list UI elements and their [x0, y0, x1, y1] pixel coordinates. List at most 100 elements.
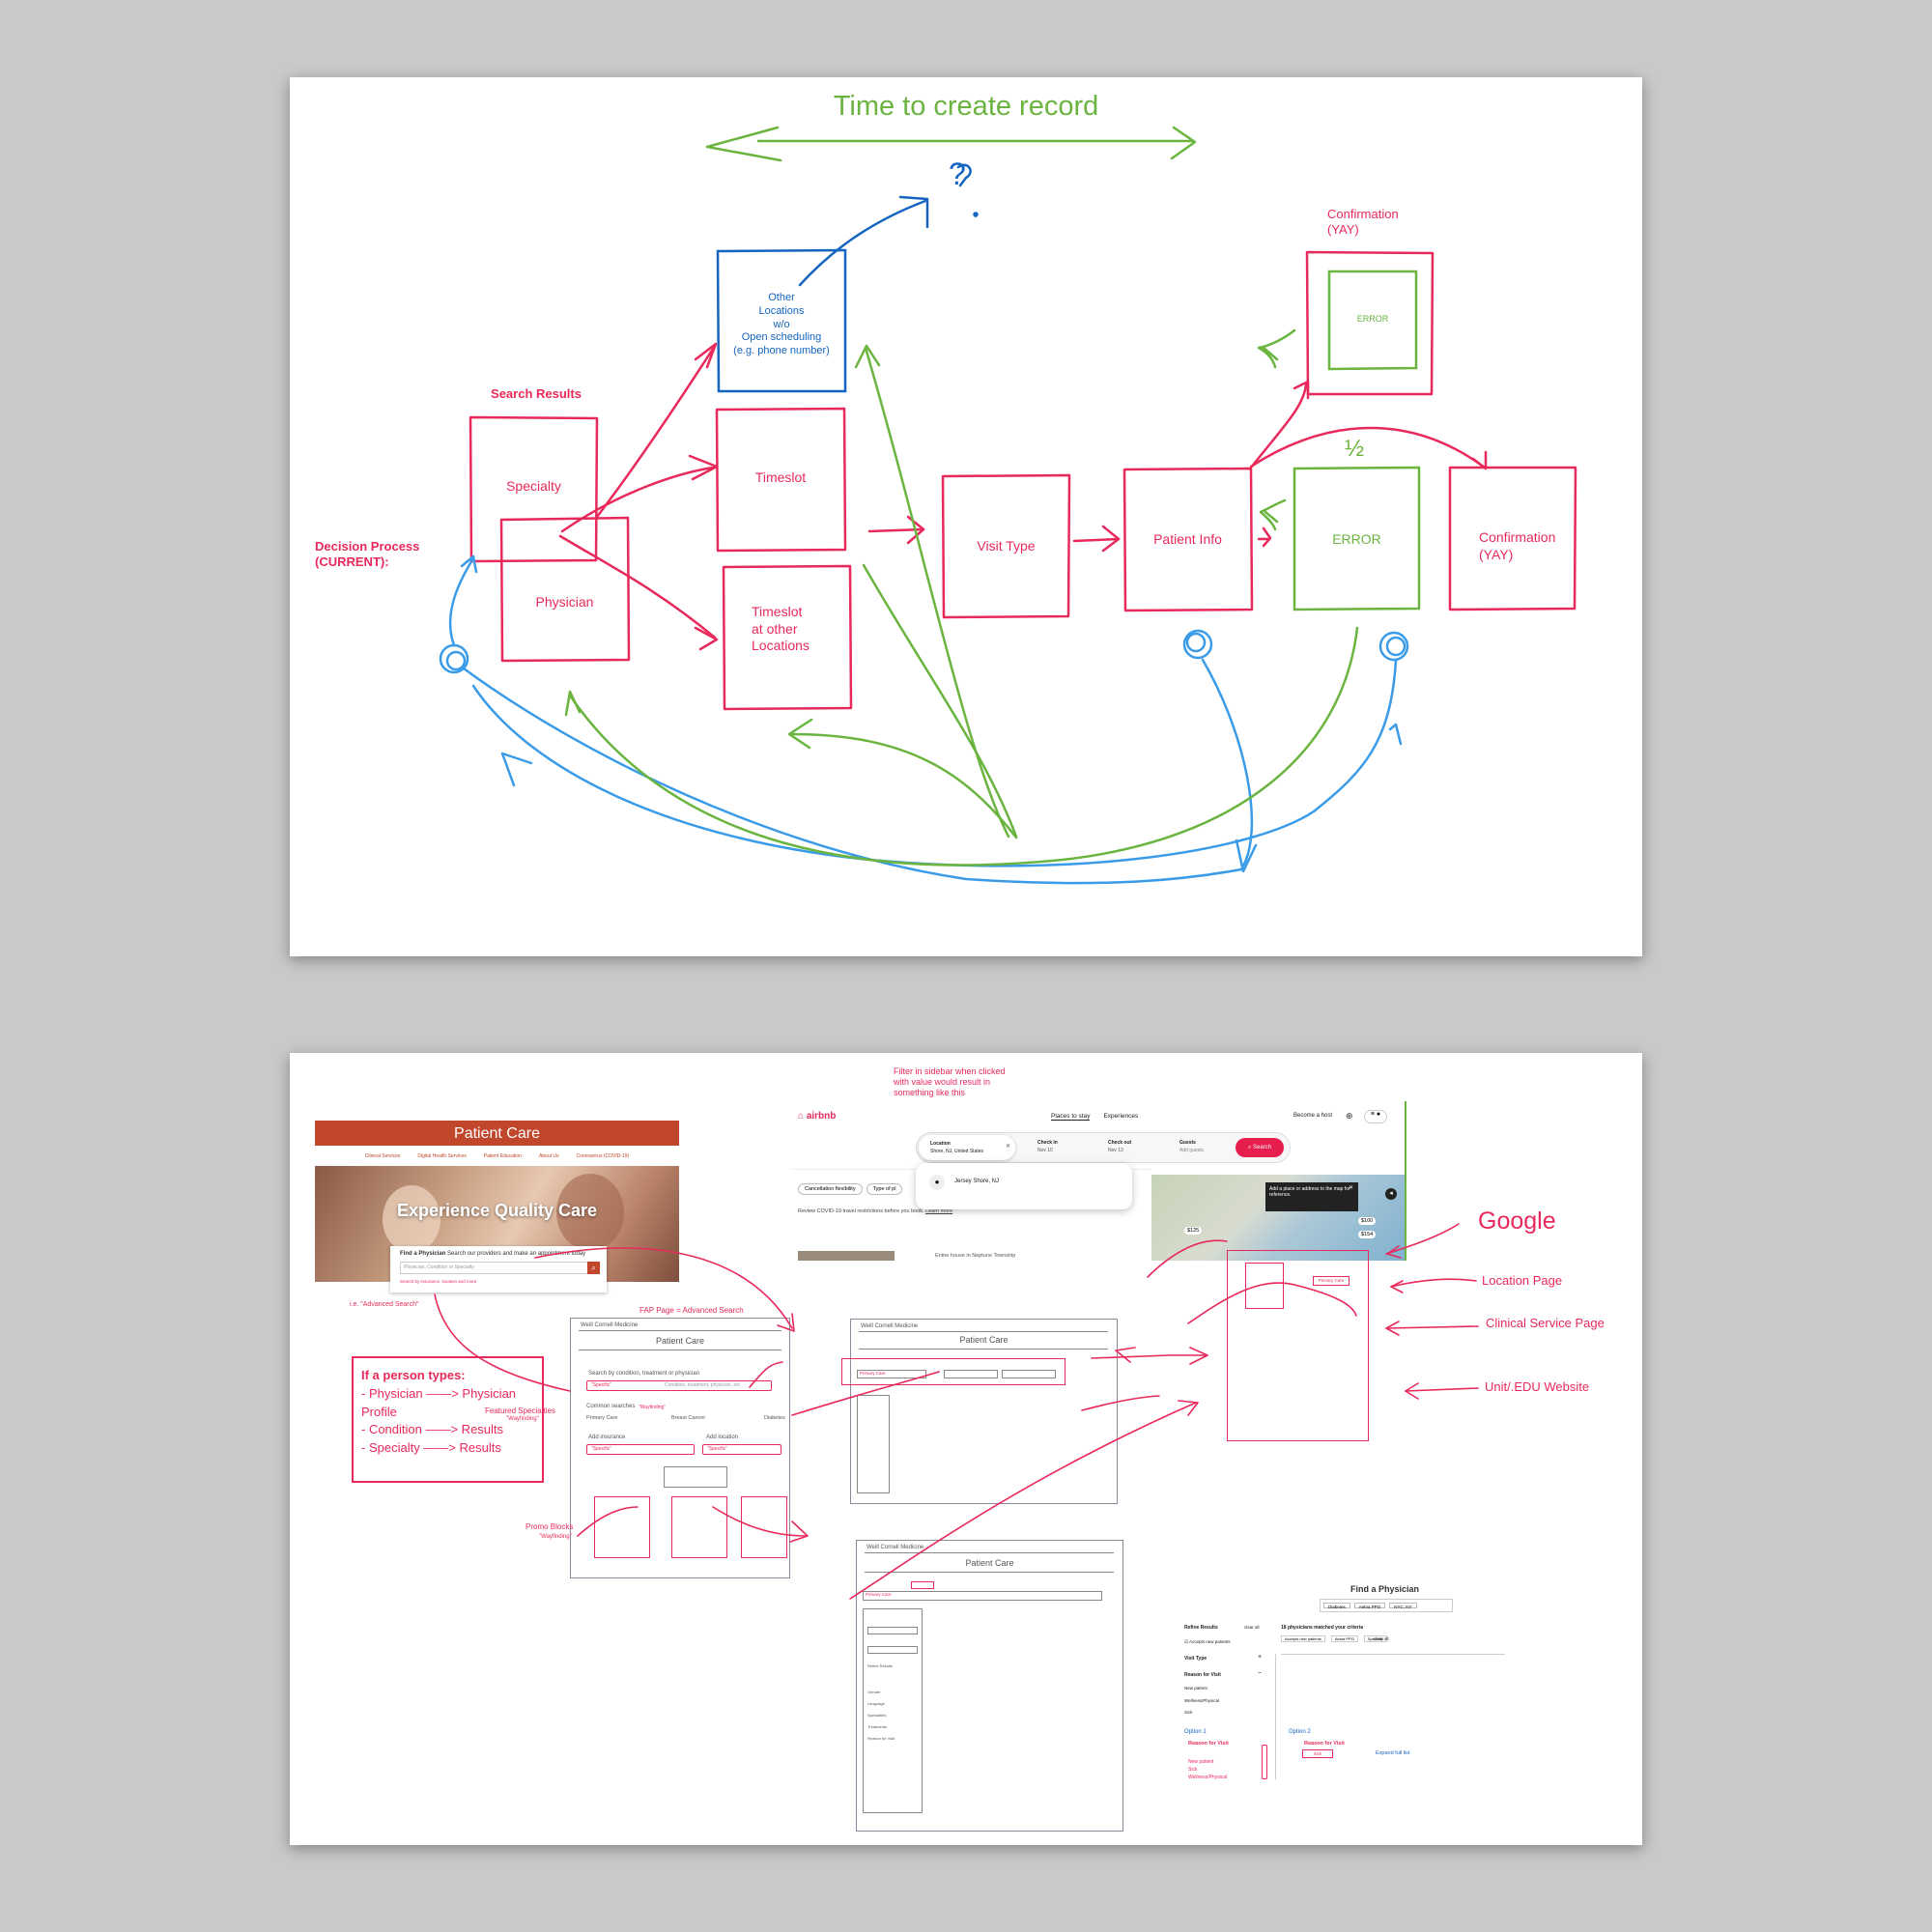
patient-care-banner-text: Patient Care — [454, 1125, 540, 1142]
globe-icon[interactable]: ⊕ — [1346, 1111, 1353, 1121]
patient-care-search-input[interactable]: Physician, Condition or Specialty — [400, 1262, 590, 1274]
error-label: ERROR — [1332, 531, 1381, 547]
promo-block[interactable] — [671, 1496, 727, 1558]
common-item[interactable]: Diabetes — [764, 1415, 785, 1421]
green-arrows — [564, 328, 1359, 867]
fap-search-input[interactable]: "Specific" Condition, treatment, physici… — [586, 1380, 772, 1391]
common-item[interactable]: Breast Cancer — [671, 1415, 706, 1421]
profile-menu-icon[interactable]: ≡ ● — [1364, 1110, 1387, 1123]
chip-cancellation[interactable]: Cancellation flexibility — [798, 1183, 863, 1195]
option2-reason: Reason for Visit — [1304, 1741, 1345, 1747]
fap-location-input[interactable]: "Specific" — [702, 1444, 781, 1455]
clear-icon[interactable]: ✕ — [1006, 1144, 1011, 1150]
fp-chip[interactable]: Diabetes — [1323, 1603, 1350, 1609]
fp-reason-option[interactable]: New patient — [1184, 1686, 1208, 1690]
google-label: Google — [1478, 1208, 1556, 1235]
fp-chip[interactable]: Aetna PPO — [1353, 1603, 1386, 1609]
results-search-input[interactable]: Primary Care — [857, 1370, 926, 1378]
checkbox-icon[interactable]: ☑ — [1184, 1639, 1190, 1644]
results-wireframe-2: Weill Cornell Medicine Patient Care Prim… — [856, 1540, 1123, 1832]
results2-sidebar-input[interactable] — [867, 1627, 918, 1634]
patient-care-nav-item[interactable]: About Us — [538, 1153, 559, 1159]
listing-image[interactable] — [798, 1251, 895, 1261]
location-field[interactable]: Location Shore, NJ, United States ✕ — [919, 1135, 1015, 1160]
price-pin[interactable]: $125 — [1184, 1227, 1203, 1235]
learn-more-link[interactable]: Learn more — [925, 1208, 953, 1214]
results2-sidebar-input[interactable] — [867, 1646, 918, 1654]
guests-value[interactable]: Add guests — [1179, 1148, 1205, 1153]
patient-care-nav-item[interactable]: Digital Health Services — [417, 1153, 467, 1159]
results2-search-input[interactable]: Primary Care — [863, 1591, 1102, 1601]
box-error-small — [1327, 270, 1418, 371]
tab-places[interactable]: Places to stay — [1051, 1113, 1091, 1121]
price-pin[interactable]: $154 — [1358, 1231, 1377, 1238]
fp-clear-all[interactable]: clear all — [1244, 1625, 1260, 1630]
question-mark: ? — [949, 156, 966, 191]
results2-filter-item[interactable]: Gender — [867, 1690, 881, 1694]
other-locations-label: Other Locations w/o Open scheduling (e.g… — [733, 292, 830, 356]
expand-full-list[interactable]: Expand full list — [1376, 1750, 1410, 1756]
map-nav-icon[interactable]: ◂ — [1385, 1188, 1397, 1200]
results-filter-input[interactable] — [1002, 1370, 1056, 1378]
search-results-label: Search Results — [491, 386, 582, 401]
results2-primary-care: Primary Care — [866, 1592, 892, 1597]
minus-icon[interactable]: − — [1258, 1670, 1263, 1677]
option1-scrollbar[interactable] — [1262, 1745, 1267, 1779]
price-pin[interactable]: $100 — [1358, 1217, 1377, 1225]
become-host-link[interactable]: Become a host — [1293, 1113, 1333, 1119]
search-icon[interactable]: ⌕ — [587, 1262, 600, 1274]
patient-care-nav-item[interactable]: Clinical Services — [364, 1153, 401, 1159]
fp-chip[interactable]: NYC, NY — [1389, 1603, 1417, 1609]
fp-reason[interactable]: Reason for Visit — [1184, 1672, 1221, 1678]
promo-block[interactable] — [741, 1496, 787, 1558]
listing-title[interactable]: Entire house in Neptune Township — [935, 1253, 1016, 1259]
checkout-value[interactable]: Nov 13 — [1108, 1148, 1123, 1153]
map-tooltip: Add a place or address to the map for re… — [1265, 1182, 1358, 1211]
chip-type[interactable]: Type of pl — [866, 1183, 903, 1195]
pink-arrows — [558, 342, 1488, 651]
fp-filter[interactable]: Accepts new patients — [1281, 1635, 1325, 1642]
dropdown-item[interactable]: Jersey Shore, NJ — [954, 1179, 1000, 1184]
results-title: Patient Care — [959, 1335, 1009, 1345]
plus-icon[interactable]: + — [1258, 1654, 1263, 1661]
fap-search-button[interactable] — [664, 1466, 727, 1488]
results-filter-input[interactable] — [944, 1370, 998, 1378]
checkin-value[interactable]: Nov 10 — [1037, 1148, 1053, 1153]
person-type-line: Profile — [361, 1404, 397, 1419]
common-item[interactable]: Primary Care — [586, 1415, 618, 1421]
results2-filter-item[interactable]: Reason for Visit — [867, 1736, 895, 1741]
promo-block[interactable] — [594, 1496, 650, 1558]
error-small-label: ERROR — [1356, 314, 1389, 324]
results2-tag[interactable] — [911, 1581, 934, 1589]
find-physician-card: Find a Physician Search our providers an… — [390, 1246, 607, 1293]
fp-reason-option[interactable]: Wellness/Physical — [1184, 1697, 1220, 1703]
fap-insurance-input[interactable]: "Specific" — [586, 1444, 695, 1455]
option2-sick[interactable]: Sick — [1302, 1749, 1333, 1758]
google-device-sketch: Primary Care — [1227, 1250, 1369, 1441]
fp-visit-type[interactable]: Visit Type — [1184, 1656, 1208, 1662]
results2-filter-item[interactable]: Language — [867, 1701, 885, 1706]
fp-clear-all-2[interactable]: clear all — [1374, 1636, 1389, 1641]
airbnb-map[interactable]: Add a place or address to the map for re… — [1151, 1175, 1405, 1261]
results2-filter-item[interactable]: Treatments — [867, 1724, 888, 1729]
fap-common-searches: Common searches — [586, 1404, 636, 1409]
tab-experiences[interactable]: Experiences — [1103, 1113, 1139, 1120]
airbnb-search-button[interactable]: ⌕ Search — [1236, 1138, 1284, 1157]
google-primary-tag[interactable]: Primary Care — [1313, 1276, 1350, 1286]
airbnb-logo-text: airbnb — [806, 1111, 837, 1122]
fp-filter[interactable]: Aetna PPO — [1330, 1635, 1358, 1642]
option1-item[interactable]: Wellness/Physical — [1188, 1775, 1228, 1780]
patient-care-nav-item[interactable]: Patient Education — [483, 1153, 522, 1159]
patient-care-nav-item[interactable]: Coronavirus (COVID-19) — [576, 1153, 630, 1159]
pin-icon: ● — [929, 1175, 945, 1190]
fp-filter[interactable]: Specialty — [1363, 1635, 1388, 1642]
results2-filter-item[interactable]: Specialties — [867, 1713, 887, 1718]
box-patient-info — [1122, 467, 1254, 612]
fp-reason-option[interactable]: Sick — [1184, 1710, 1193, 1715]
option1-item[interactable]: New patient — [1188, 1759, 1214, 1765]
location-dropdown: ● Jersey Shore, NJ — [916, 1163, 1132, 1209]
option1-item[interactable]: Sick — [1188, 1767, 1198, 1773]
close-icon[interactable]: ✕ — [1349, 1185, 1354, 1191]
